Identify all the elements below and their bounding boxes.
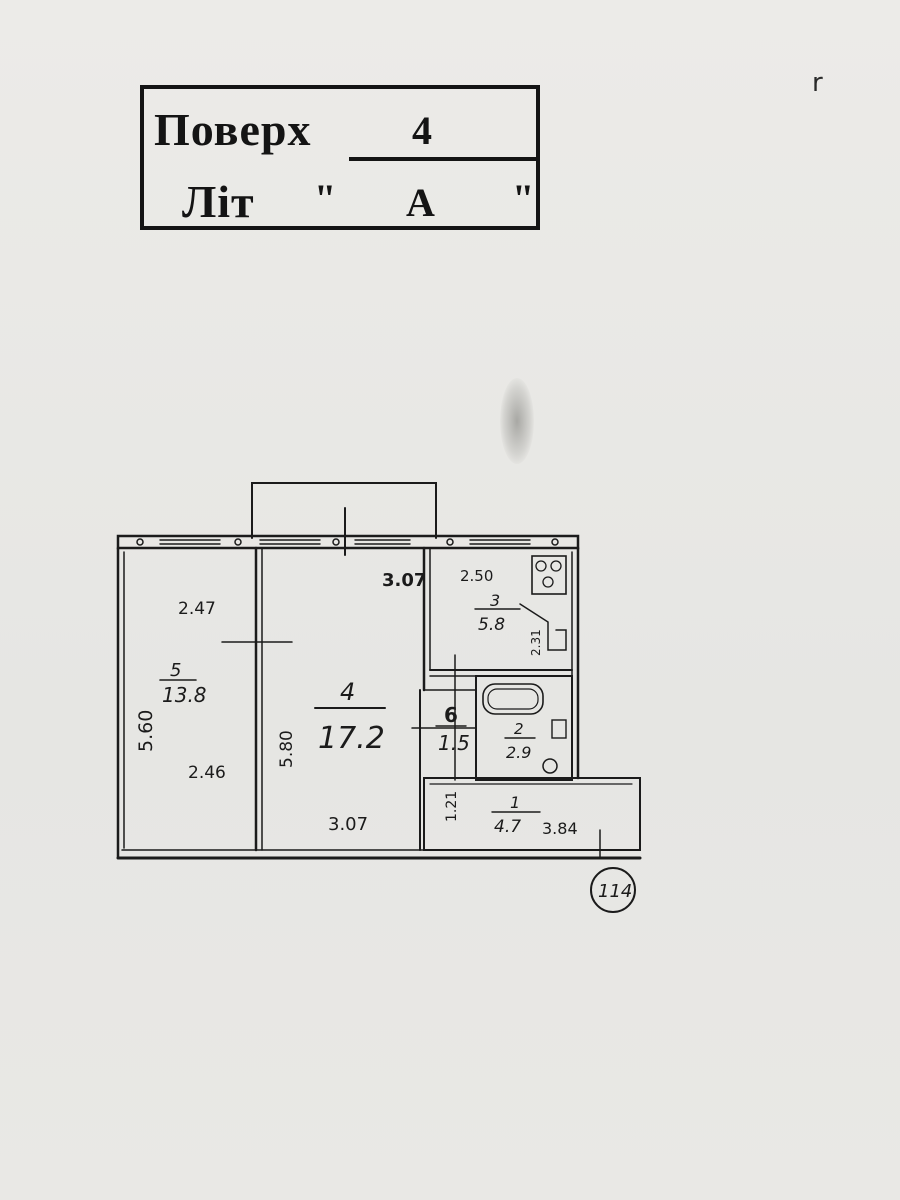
- room2-number: 2: [514, 720, 524, 738]
- balcony-outline: [251, 482, 437, 539]
- toilet: [542, 758, 558, 774]
- room4-area: 17.2: [318, 721, 385, 756]
- floor-underline: [349, 157, 539, 161]
- room3-number: 3: [490, 591, 500, 610]
- floor-stamp: Поверх 4 Літ " А ": [140, 85, 540, 230]
- dimension-labels: 2.47 2.46 5.60 5.80 3.07 3.07 2.50 2.31 …: [135, 567, 578, 838]
- letter-value: А: [406, 180, 435, 225]
- dim-room5-bottom: 2.46: [188, 763, 226, 783]
- floor-value: 4: [412, 108, 432, 153]
- dim-room4-bottom: 3.07: [328, 814, 368, 835]
- sheet-number: 114: [598, 881, 632, 902]
- room-labels: 5 13.8 4 17.2 3 5.8 6 1.5 2 2.9 1 4.7: [162, 591, 531, 837]
- room5-number: 5: [170, 660, 181, 681]
- letter-label: Літ: [182, 176, 255, 227]
- dim-room4-top: 3.07: [382, 570, 426, 591]
- dim-room4-side: 5.80: [277, 730, 297, 768]
- corner-mark: r: [812, 68, 823, 98]
- room1-area: 4.7: [494, 817, 521, 837]
- dim-room5-top: 2.47: [178, 599, 216, 619]
- dim-hall-side: 1.21: [444, 791, 460, 822]
- dim-kitchen-top: 2.50: [460, 567, 493, 585]
- bathtub: [482, 683, 544, 715]
- window-frames: [136, 538, 559, 546]
- room3-area: 5.8: [478, 615, 505, 635]
- room1-number: 1: [510, 793, 520, 812]
- room6-number: 6: [444, 703, 458, 727]
- floor-label: Поверх: [154, 104, 312, 155]
- bathroom-walls: [475, 675, 573, 781]
- room2-area: 2.9: [506, 743, 531, 762]
- ink-smudge: [500, 378, 534, 464]
- stove: [531, 555, 567, 595]
- letter-open-quote: ": [314, 176, 337, 221]
- room6-area: 1.5: [438, 731, 470, 755]
- dim-room5-side: 5.60: [135, 710, 157, 752]
- room5-area: 13.8: [162, 683, 207, 707]
- dim-hall-length: 3.84: [542, 819, 578, 838]
- sheet-number-circle: [590, 867, 636, 913]
- room4-number: 4: [340, 678, 355, 706]
- hall-walls: [423, 777, 641, 851]
- sink-bath: [551, 719, 567, 739]
- kitchen-counter: [519, 603, 567, 651]
- windows: [159, 539, 531, 545]
- wall-top: [116, 534, 580, 550]
- letter-close-quote: ": [512, 176, 535, 221]
- dim-kitchen-side: 2.31: [529, 629, 543, 656]
